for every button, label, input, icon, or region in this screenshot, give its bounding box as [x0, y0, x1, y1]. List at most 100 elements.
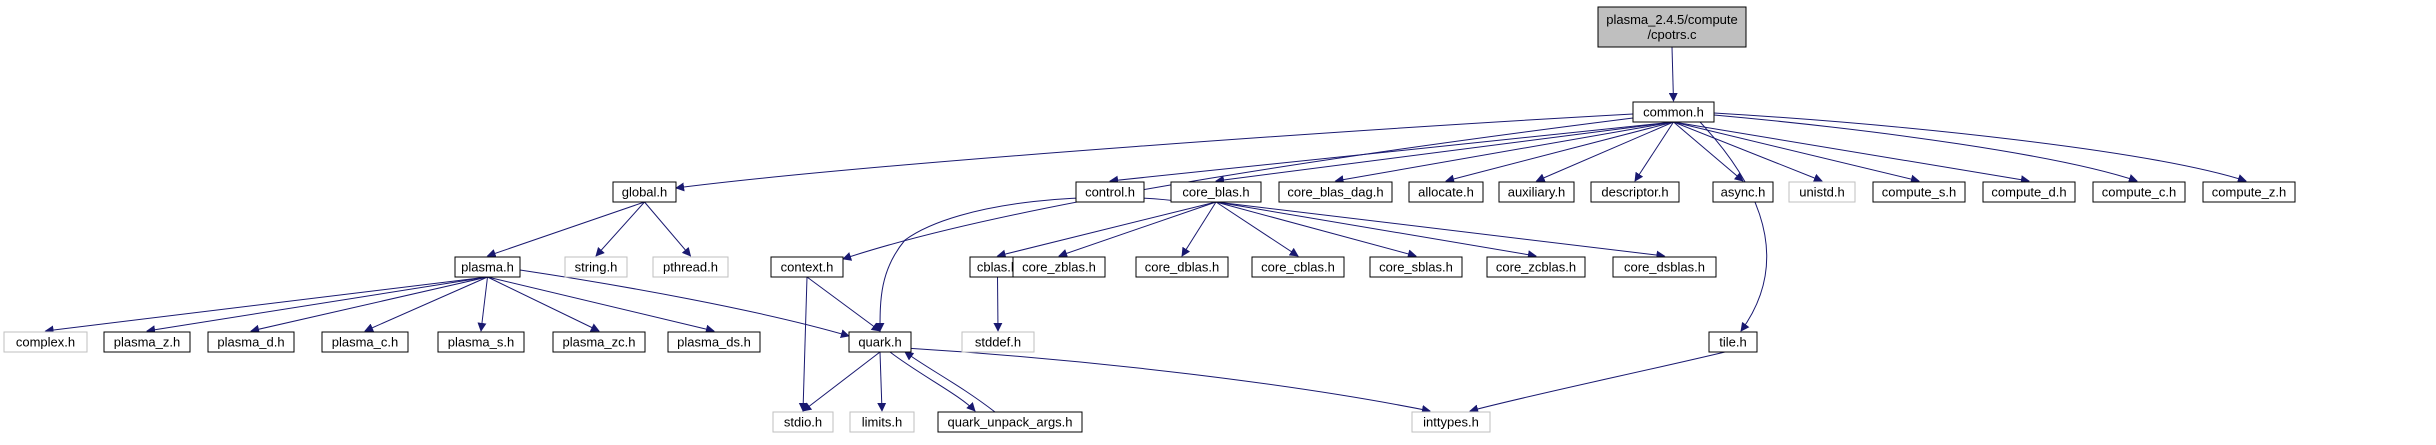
node-box: [961, 331, 1035, 353]
edge-plasma_h-to-plasma_s_h: [477, 276, 488, 332]
node-box: [3, 331, 88, 353]
edge-quark_h-to-quark_unpack_args_h: [889, 351, 976, 412]
node-label: plasma_z.h: [114, 335, 180, 350]
node-label: quark.h: [858, 335, 901, 350]
node-core-blas-dag-h[interactable]: core_blas_dag.h: [1278, 181, 1393, 203]
node-box: [1251, 256, 1345, 278]
node-compute-c-h[interactable]: compute_c.h: [2092, 181, 2186, 203]
edge-core_blas_h-to-cblas_h: [996, 201, 1217, 259]
node-quark-unpack-args-h[interactable]: quark_unpack_args.h: [937, 411, 1083, 433]
node-box: [1012, 256, 1106, 278]
node-core-cblas-h[interactable]: core_cblas.h: [1251, 256, 1345, 278]
edge-common_h-to-compute_z_h: [1713, 112, 2247, 183]
node-label: unistd.h: [1799, 185, 1845, 200]
node-box: [612, 181, 677, 203]
node-box: [1408, 181, 1484, 203]
node-box: [1498, 181, 1575, 203]
node-root[interactable]: plasma_2.4.5/compute/cpotrs.c: [1597, 6, 1747, 48]
node-async-h[interactable]: async.h: [1712, 181, 1774, 203]
node-box: [1170, 181, 1262, 203]
node-global-h[interactable]: global.h: [612, 181, 677, 203]
edge-quark_h-to-stdio_h: [802, 351, 881, 412]
node-box: [103, 331, 191, 353]
edge-core_blas_h-to-core_cblas_h: [1215, 201, 1299, 257]
node-box: [2202, 181, 2296, 203]
node-cblas-h[interactable]: cblas.h: [969, 256, 1026, 278]
node-compute-z-h[interactable]: compute_z.h: [2202, 181, 2296, 203]
node-layer: plasma_2.4.5/compute/cpotrs.c common.h glo…: [3, 6, 2296, 433]
node-box: [321, 331, 409, 353]
node-plasma-z-h[interactable]: plasma_z.h: [103, 331, 191, 353]
edge-quark_h-to-limits_h: [877, 351, 887, 412]
node-tile-h[interactable]: tile.h: [1708, 331, 1758, 353]
node-plasma-h[interactable]: plasma.h: [454, 256, 521, 278]
node-label: global.h: [622, 185, 668, 200]
edge-layer: [44, 46, 2247, 414]
node-box: [667, 331, 761, 353]
node-box: [1135, 256, 1229, 278]
edge-plasma_h-to-plasma_z_h: [146, 276, 488, 335]
node-descriptor-h[interactable]: descriptor.h: [1590, 181, 1680, 203]
edge-common_h-to-control_h: [1109, 121, 1674, 185]
node-limits-h: limits.h: [849, 411, 915, 433]
node-core-dsblas-h[interactable]: core_dsblas.h: [1612, 256, 1717, 278]
node-box: [1708, 331, 1758, 353]
node-label: core_zblas.h: [1022, 260, 1096, 275]
node-core-dblas-h[interactable]: core_dblas.h: [1135, 256, 1229, 278]
node-core-blas-h[interactable]: core_blas.h: [1170, 181, 1262, 203]
node-control-h[interactable]: control.h: [1075, 181, 1145, 203]
node-box: [564, 256, 628, 278]
node-label: compute_z.h: [2212, 185, 2286, 200]
node-plasma-ds-h[interactable]: plasma_ds.h: [667, 331, 761, 353]
edge-global_h-to-pthread_h: [644, 201, 692, 257]
node-label: descriptor.h: [1601, 185, 1668, 200]
node-box: [848, 331, 912, 353]
node-box: [1278, 181, 1393, 203]
node-label: plasma_c.h: [332, 335, 398, 350]
node-common-h[interactable]: common.h: [1632, 101, 1715, 123]
node-auxiliary-h[interactable]: auxiliary.h: [1498, 181, 1575, 203]
node-box: [1486, 256, 1586, 278]
node-core-zcblas-h[interactable]: core_zcblas.h: [1486, 256, 1586, 278]
node-label: /cpotrs.c: [1647, 27, 1697, 42]
edge-core_blas_h-to-core_dblas_h: [1181, 201, 1217, 257]
node-plasma-c-h[interactable]: plasma_c.h: [321, 331, 409, 353]
node-label: pthread.h: [663, 260, 718, 275]
edge-common_h-to-async_h: [1673, 121, 1744, 182]
node-box: [1712, 181, 1774, 203]
node-box: [937, 411, 1083, 433]
node-label: core_cblas.h: [1261, 260, 1335, 275]
edge-cblas_h-to-stddef_h: [993, 276, 1003, 332]
edge-common_h-to-descriptor_h: [1634, 121, 1674, 182]
node-stddef-h: stddef.h: [961, 331, 1035, 353]
node-box: [1982, 181, 2076, 203]
node-core-sblas-h[interactable]: core_sblas.h: [1369, 256, 1463, 278]
edge-common_h-to-global_h: [675, 113, 1634, 192]
node-box: [1612, 256, 1717, 278]
node-compute-d-h[interactable]: compute_d.h: [1982, 181, 2076, 203]
node-complex-h: complex.h: [3, 331, 88, 353]
node-allocate-h[interactable]: allocate.h: [1408, 181, 1484, 203]
node-label: plasma.h: [461, 260, 514, 275]
node-plasma-zc-h[interactable]: plasma_zc.h: [552, 331, 646, 353]
node-box: [1872, 181, 1966, 203]
node-box: [552, 331, 646, 353]
node-core-zblas-h[interactable]: core_zblas.h: [1012, 256, 1106, 278]
edge-context_h-to-stdio_h: [798, 276, 808, 412]
edge-tile_h-to-inttypes_h: [1469, 351, 1726, 414]
node-label: core_blas_dag.h: [1287, 185, 1383, 200]
node-context-h[interactable]: context.h: [770, 256, 844, 278]
node-stdio-h: stdio.h: [772, 411, 834, 433]
node-plasma-d-h[interactable]: plasma_d.h: [207, 331, 295, 353]
node-quark-h[interactable]: quark.h: [848, 331, 912, 353]
edge-common_h-to-auxiliary_h: [1535, 121, 1674, 182]
node-compute-s-h[interactable]: compute_s.h: [1872, 181, 1966, 203]
node-box: [770, 256, 844, 278]
node-box: [1788, 181, 1856, 203]
edge-core_blas_h-to-core_zcblas_h: [1215, 201, 1537, 260]
edge-plasma_h-to-plasma_c_h: [364, 276, 488, 332]
node-label: plasma_zc.h: [563, 335, 636, 350]
node-label: core_dblas.h: [1145, 260, 1219, 275]
node-plasma-s-h[interactable]: plasma_s.h: [437, 331, 525, 353]
node-box: [437, 331, 525, 353]
